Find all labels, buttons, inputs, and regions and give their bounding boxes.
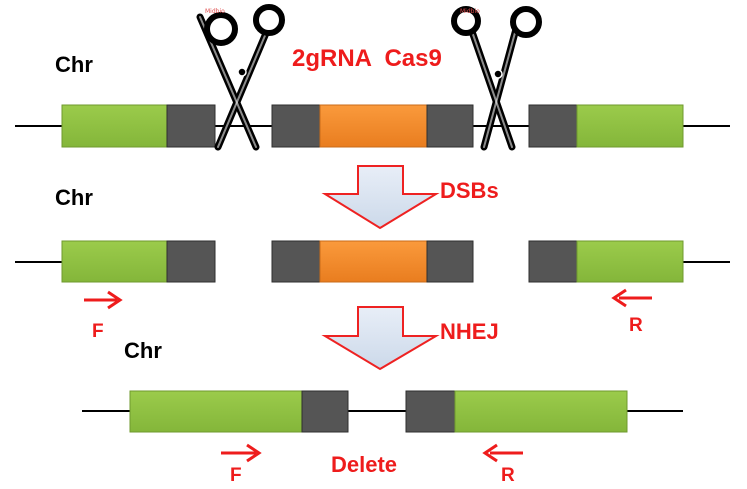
nhej-label: NHEJ	[440, 319, 499, 344]
exon-left	[61, 240, 168, 283]
forward-primer-label: F	[92, 321, 104, 342]
exon-left	[129, 390, 303, 433]
flank-target-left	[271, 104, 321, 148]
target-region	[319, 240, 428, 283]
delete-label: Delete	[331, 452, 397, 477]
exon-right	[576, 240, 684, 283]
row-intact-chromosome	[15, 104, 730, 148]
flank-right	[405, 390, 456, 433]
process-arrow-down	[321, 306, 440, 371]
forward-primer-arrow	[221, 443, 262, 463]
row-repaired-deletion	[82, 390, 683, 433]
exon-right	[576, 104, 684, 148]
svg-text:Midbio: Midbio	[205, 8, 225, 15]
reverse-primer-label: R	[629, 315, 643, 336]
flank-left	[166, 240, 216, 283]
flank-right	[528, 104, 578, 148]
chr-label: Chr	[55, 52, 93, 77]
flank-target-right	[426, 240, 474, 283]
reverse-primer-arrow	[611, 288, 652, 308]
reverse-primer-label: R	[501, 465, 515, 486]
scissors-icon: Midbio	[451, 6, 542, 151]
flank-right	[528, 240, 578, 283]
chr-label: Chr	[55, 185, 93, 210]
flank-left	[166, 104, 216, 148]
forward-primer-label: F	[230, 465, 242, 486]
dsbs-label: DSBs	[440, 178, 499, 203]
process-arrow-down	[321, 165, 440, 230]
svg-text:Midbio: Midbio	[460, 8, 480, 15]
reverse-primer-arrow	[482, 443, 523, 463]
grna-cas9-label: 2gRNA Cas9	[292, 45, 442, 72]
scissors-icon: Midbio	[196, 4, 285, 151]
forward-primer-arrow	[84, 290, 123, 310]
row-double-strand-breaks	[15, 240, 730, 283]
exon-left	[61, 104, 168, 148]
flank-target-left	[271, 240, 321, 283]
chr-label: Chr	[124, 338, 162, 363]
target-region	[319, 104, 428, 148]
exon-right	[454, 390, 628, 433]
flank-left	[301, 390, 349, 433]
flank-target-right	[426, 104, 474, 148]
